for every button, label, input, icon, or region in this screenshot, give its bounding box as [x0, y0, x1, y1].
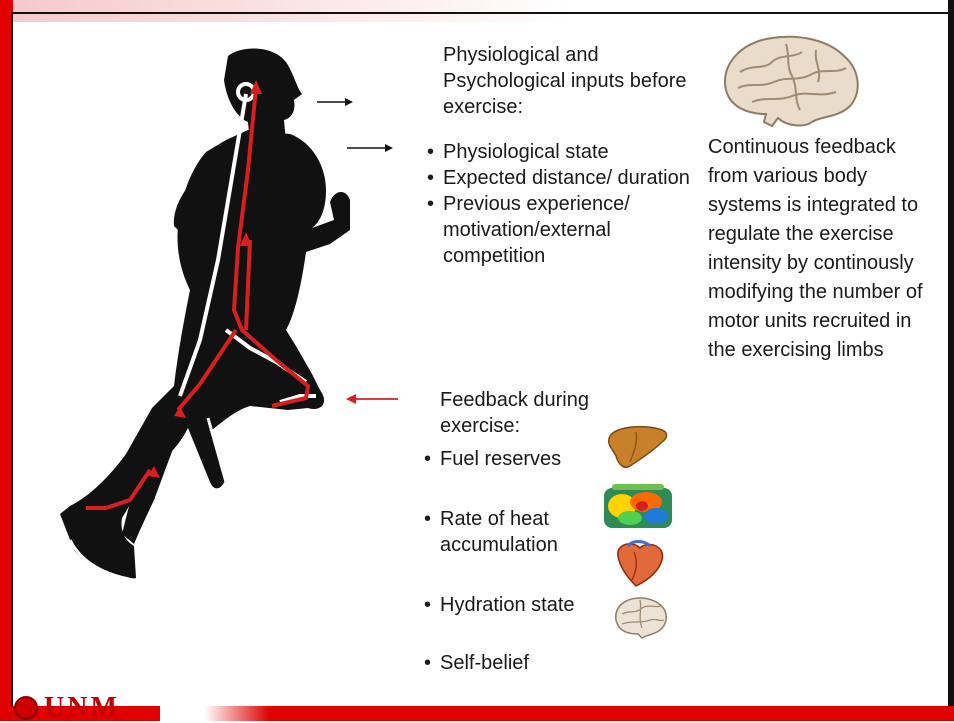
frame-right-line [948, 0, 954, 710]
frame-top-gradient [0, 0, 954, 22]
arrow-feedback [344, 393, 400, 405]
unm-seal-icon [14, 696, 38, 720]
inputs-list: Physiological state Expected distance/ d… [425, 139, 695, 269]
list-item: Physiological state [425, 139, 695, 165]
heat-map-icon [602, 482, 674, 532]
inputs-heading: Physiological and Psychological inputs b… [443, 42, 703, 120]
unm-logo: UNM [14, 694, 214, 721]
list-item: Previous experience/ motivation/external… [425, 191, 695, 269]
runner-silhouette [50, 30, 380, 600]
frame-left-line [11, 12, 13, 721]
feedback-item-fuel: Fuel reserves [422, 446, 610, 472]
arrow-inputs-top [315, 96, 355, 108]
list-item: Expected distance/ duration [425, 165, 695, 191]
arrow-inputs-list [345, 142, 395, 154]
logo-text: UNM [44, 694, 120, 722]
heart-icon [610, 538, 670, 588]
liver-icon [606, 424, 670, 470]
feedback-item-self-belief: Self-belief [422, 650, 610, 676]
feedback-item-hydration: Hydration state [422, 592, 630, 618]
frame-top-line [13, 12, 954, 14]
brain-feedback-text: Continuous feedback from various body sy… [708, 133, 938, 365]
small-brain-icon [612, 594, 670, 640]
brain-icon [716, 30, 866, 130]
feedback-item-heat: Rate of heat accumulation [422, 506, 610, 558]
